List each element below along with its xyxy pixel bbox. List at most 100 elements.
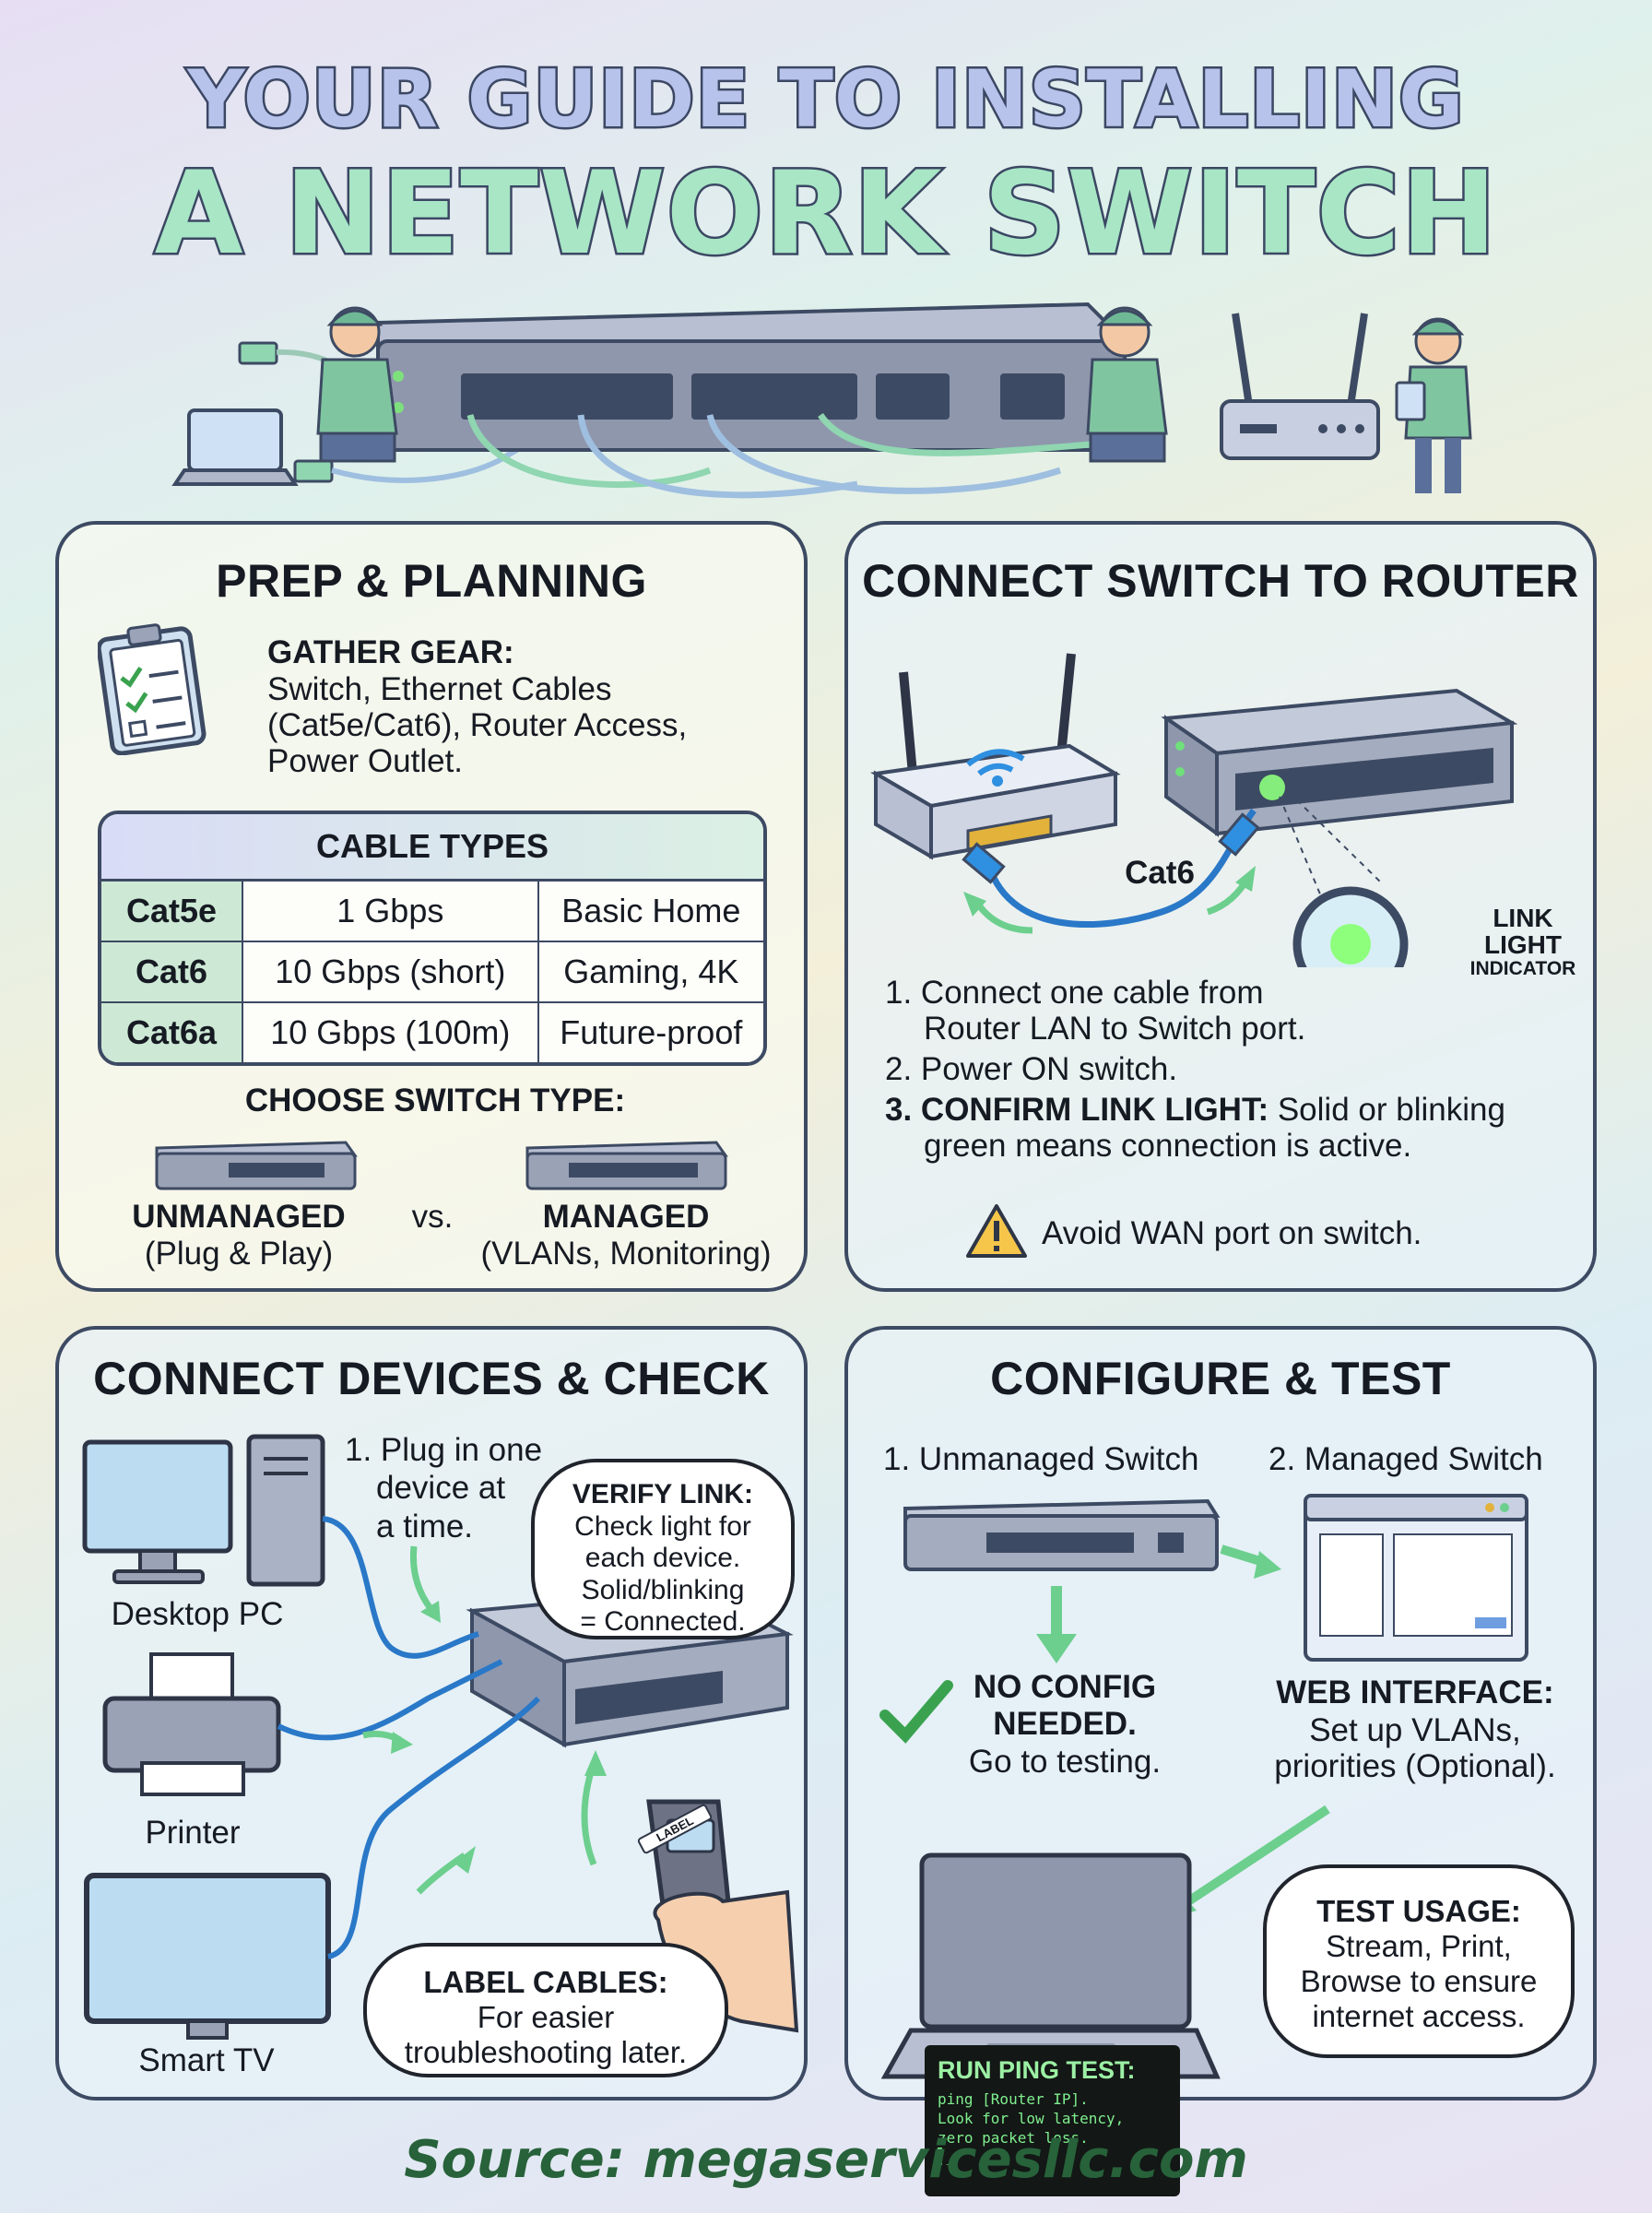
desktop-pc-icon xyxy=(82,1434,325,1587)
network-switch-icon xyxy=(376,302,1129,452)
ping-title: RUN PING TEST: xyxy=(938,2056,1136,2084)
link-light-line: INDICATOR xyxy=(1469,957,1576,979)
no-config-label: NO CONFIG NEEDED. xyxy=(940,1669,1189,1744)
bubble-title: LABEL CABLES: xyxy=(423,1965,668,1999)
devices-heading: CONNECT DEVICES & CHECK xyxy=(93,1353,770,1404)
table-cell: 10 Gbps (100m) xyxy=(242,1001,537,1062)
bubble-line: Solid/blinking xyxy=(581,1574,745,1605)
ping-terminal: RUN PING TEST: ping [Router IP]. Look fo… xyxy=(925,2045,1180,2196)
gather-gear-label: GATHER GEAR: xyxy=(267,634,514,670)
router-step-1: 1. Connect one cable from xyxy=(885,975,1264,1011)
managed-switch-icon xyxy=(525,1141,728,1190)
wifi-icon xyxy=(992,775,1003,787)
bubble-line: For easier xyxy=(477,1999,615,2034)
gear-line: Switch, Ethernet Cables xyxy=(267,671,612,707)
vs-label: vs. xyxy=(411,1199,454,1235)
bubble-line: Stream, Print, xyxy=(1326,1928,1512,1963)
table-cell: Basic Home xyxy=(537,882,763,941)
router-heading: CONNECT SWITCH TO ROUTER xyxy=(862,555,1579,607)
technician-icon xyxy=(1086,306,1168,463)
bubble-title: VERIFY LINK: xyxy=(572,1479,754,1509)
step-text: Power ON switch. xyxy=(920,1051,1178,1087)
choose-switch-label: CHOOSE SWITCH TYPE: xyxy=(244,1083,626,1118)
gear-line: Power Outlet. xyxy=(267,743,464,779)
router-icon xyxy=(1220,313,1380,460)
bubble-title: TEST USAGE: xyxy=(1316,1894,1521,1928)
table-header: CABLE TYPES xyxy=(101,814,763,882)
step-text: Router LAN to Switch port. xyxy=(924,1011,1306,1047)
web-line: Set up VLANs, xyxy=(1309,1712,1521,1748)
laptop-icon xyxy=(171,408,299,486)
hero-illustration xyxy=(171,302,1472,499)
printer-label: Printer xyxy=(145,1815,241,1851)
verify-link-bubble: VERIFY LINK: Check light for each device… xyxy=(531,1459,795,1639)
smart-tv-icon xyxy=(84,1873,331,2040)
step-text: Solid or blinking xyxy=(1268,1092,1505,1128)
table-cell: Cat6a xyxy=(101,1001,242,1062)
technician-icon xyxy=(316,306,398,463)
ping-line: zero packet loss. xyxy=(938,2128,1089,2147)
managed-title: 2. Managed Switch xyxy=(1268,1441,1543,1477)
unmanaged-title: 1. Unmanaged Switch xyxy=(883,1441,1199,1477)
terminal-cursor: ▌_ xyxy=(938,2148,956,2166)
bubble-line: Browse to ensure xyxy=(1300,1963,1538,1998)
source-credit: Source: megaservicesllc.com xyxy=(404,2130,1248,2190)
clipboard-icon xyxy=(98,623,206,755)
link-light-line: LIGHT xyxy=(1484,930,1562,960)
prep-heading: PREP & PLANNING xyxy=(216,555,647,607)
table-cell: Future-proof xyxy=(537,1001,763,1062)
router-card: CONNECT SWITCH TO ROUTER xyxy=(844,521,1597,1292)
technician-icon xyxy=(1395,317,1472,493)
prep-planning-card: PREP & PLANNING GATHER GEAR: Switch, Eth… xyxy=(55,521,808,1292)
cat6-cable-label: Cat6 xyxy=(1125,855,1195,891)
configure-heading: CONFIGURE & TEST xyxy=(990,1353,1451,1404)
smart-tv-label: Smart TV xyxy=(138,2042,275,2078)
plug-line: 1. Plug in one xyxy=(345,1432,543,1468)
router-icon xyxy=(870,653,1121,860)
title-line-1: YOUR GUIDE TO INSTALLING xyxy=(185,52,1466,148)
magnifier-icon xyxy=(1292,886,1409,967)
warning-icon xyxy=(966,1204,1027,1258)
warning-text: Avoid WAN port on switch. xyxy=(1042,1215,1422,1251)
step-text: Connect one cable from xyxy=(920,975,1264,1011)
link-light-line: LINK xyxy=(1493,904,1553,932)
step-text: green means connection is active. xyxy=(924,1128,1412,1164)
go-testing-text: Go to testing. xyxy=(968,1744,1162,1780)
web-interface-title: WEB INTERFACE: xyxy=(1276,1675,1554,1710)
step-text: CONFIRM LINK LIGHT: xyxy=(920,1092,1269,1128)
ping-line: ping [Router IP]. xyxy=(938,2090,1089,2109)
test-usage-bubble: TEST USAGE: Stream, Print, Browse to ens… xyxy=(1263,1864,1575,2058)
web-line: priorities (Optional). xyxy=(1274,1748,1556,1784)
title-line-2: A NETWORK SWITCH xyxy=(152,146,1499,283)
network-switch-icon xyxy=(1161,688,1518,837)
unmanaged-label: UNMANAGED xyxy=(132,1199,346,1235)
unmanaged-switch-icon xyxy=(155,1141,358,1190)
bubble-line: troubleshooting later. xyxy=(404,2034,688,2069)
bubble-line: = Connected. xyxy=(580,1606,746,1637)
label-cables-bubble: LABEL CABLES: For easier troubleshooting… xyxy=(363,1943,728,2077)
desktop-pc-label: Desktop PC xyxy=(111,1596,284,1632)
devices-card: CONNECT DEVICES & CHECK xyxy=(55,1326,808,2101)
managed-label: MANAGED xyxy=(542,1199,710,1235)
table-cell: Gaming, 4K xyxy=(537,941,763,1001)
bubble-line: internet access. xyxy=(1312,1998,1526,2033)
plug-line: device at xyxy=(376,1470,506,1507)
no-config-line: NO CONFIG xyxy=(973,1669,1157,1705)
plug-line: a time. xyxy=(376,1508,474,1544)
configure-card: CONFIGURE & TEST 1. Unmanaged Switch 2. … xyxy=(844,1326,1597,2101)
laptop-icon xyxy=(880,1852,1221,2079)
no-config-line: NEEDED. xyxy=(993,1706,1137,1743)
table-cell: Cat5e xyxy=(101,882,242,941)
managed-sub: (VLANs, Monitoring) xyxy=(480,1236,772,1272)
browser-window-icon xyxy=(1304,1494,1528,1662)
link-light-label: LINK LIGHT INDICATOR xyxy=(1449,905,1597,979)
bubble-line: Check light for xyxy=(574,1510,751,1542)
ping-line: Look for low latency, xyxy=(938,2109,1125,2127)
cable-types-table: CABLE TYPES Cat5e 1 Gbps Basic Home Cat6… xyxy=(98,811,767,1066)
router-step-2: 2. Power ON switch. xyxy=(885,1051,1178,1087)
gear-line: (Cat5e/Cat6), Router Access, xyxy=(267,707,688,743)
router-switch-diagram xyxy=(870,653,1518,967)
table-row: Cat6 10 Gbps (short) Gaming, 4K xyxy=(101,941,763,1001)
table-row: Cat5e 1 Gbps Basic Home xyxy=(101,882,763,941)
table-cell: Cat6 xyxy=(101,941,242,1001)
